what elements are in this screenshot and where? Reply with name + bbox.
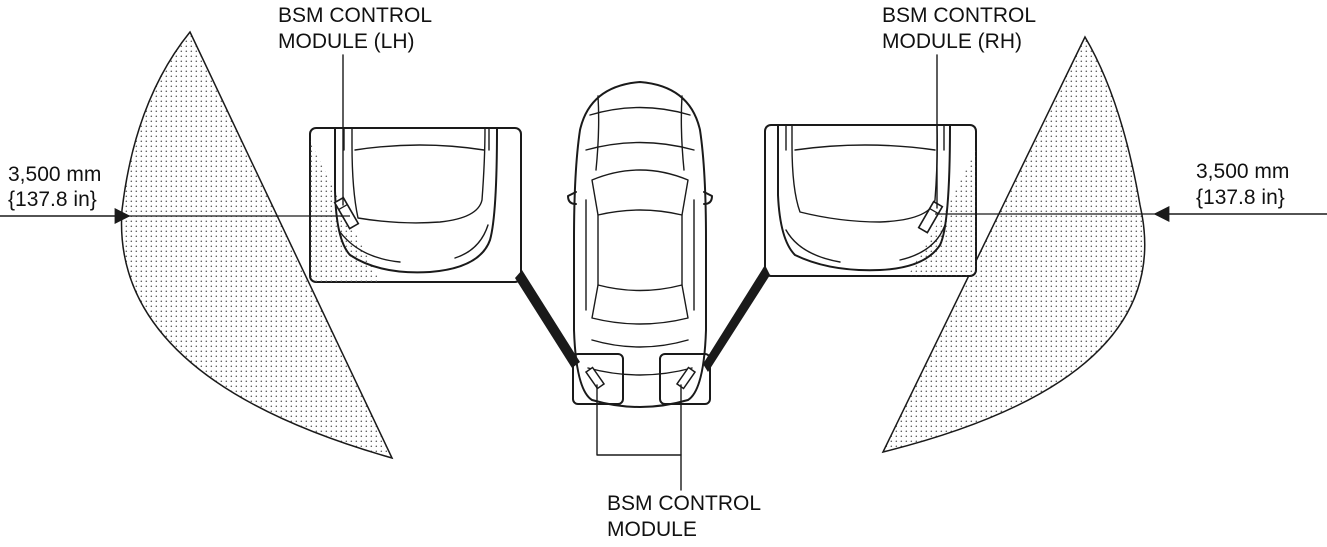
- label-module-line2: MODULE: [607, 518, 697, 541]
- label-module-lh-line2: MODULE (LH): [278, 30, 415, 53]
- rear-left-sensor-box: [572, 353, 624, 405]
- rear-right-sensor: [675, 366, 697, 390]
- label-module-rh-line2: MODULE (RH): [882, 30, 1022, 53]
- left-module-inset: [309, 127, 522, 283]
- right-module-inset: [764, 124, 977, 277]
- label-module-line1: BSM CONTROL: [607, 492, 761, 515]
- rear-left-sensor: [584, 366, 606, 390]
- right-zoom-wedge: [703, 265, 770, 372]
- label-right-distance-in: {137.8 in}: [1196, 186, 1285, 209]
- right-detection-zone: [881, 35, 1146, 454]
- label-left-distance-in: {137.8 in}: [8, 188, 97, 211]
- rear-right-sensor-box: [659, 353, 711, 405]
- left-detection-zone: [120, 30, 394, 460]
- leader-module-center: [596, 384, 682, 456]
- left-zoom-wedge: [515, 270, 580, 368]
- label-right-distance-mm: 3,500 mm: [1196, 160, 1289, 183]
- vehicle-top-view: [567, 81, 713, 408]
- label-module-lh-line1: BSM CONTROL: [278, 4, 432, 27]
- label-left-distance-mm: 3,500 mm: [8, 163, 101, 186]
- label-module-rh-line1: BSM CONTROL: [882, 4, 1036, 27]
